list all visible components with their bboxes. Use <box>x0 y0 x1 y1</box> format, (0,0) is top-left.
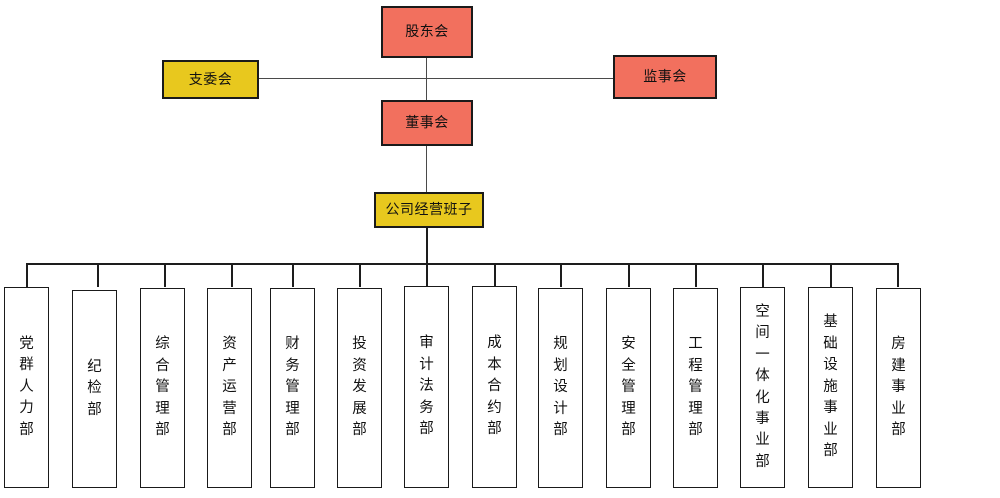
department-label: 投资发展部 <box>352 336 367 439</box>
node-management-team[interactable]: 公司经营班子 <box>374 192 484 228</box>
department-box-10[interactable]: 安全管理部 <box>606 288 651 488</box>
department-box-9[interactable]: 规划设计部 <box>538 288 583 488</box>
department-drop-4 <box>231 263 233 287</box>
department-label: 基础设施事业部 <box>823 314 838 460</box>
department-label: 纪检部 <box>87 358 102 418</box>
department-label: 工程管理部 <box>688 336 703 439</box>
node-board-of-supervisors-label: 监事会 <box>643 68 687 85</box>
department-box-1[interactable]: 党群人力部 <box>4 287 49 488</box>
department-box-7[interactable]: 审计法务部 <box>404 286 449 488</box>
department-drop-9 <box>560 263 562 287</box>
node-shareholders-meeting[interactable]: 股东会 <box>381 6 473 58</box>
department-label: 规划设计部 <box>553 336 568 439</box>
department-box-12[interactable]: 空间一体化事业部 <box>740 287 785 488</box>
department-box-14[interactable]: 房建事业部 <box>876 288 921 488</box>
connector-party-to-supervisors <box>259 78 613 79</box>
node-management-team-label: 公司经营班子 <box>385 201 473 218</box>
department-box-2[interactable]: 纪检部 <box>72 290 117 488</box>
department-box-8[interactable]: 成本合约部 <box>472 286 517 488</box>
node-party-committee-label: 支委会 <box>188 70 233 87</box>
department-drop-13 <box>830 263 832 287</box>
department-box-4[interactable]: 资产运营部 <box>207 288 252 488</box>
department-drop-5 <box>292 263 294 287</box>
connector-management-to-bus <box>426 228 428 264</box>
department-drop-12 <box>762 263 764 287</box>
department-box-6[interactable]: 投资发展部 <box>337 288 382 488</box>
node-shareholders-label: 股东会 <box>405 23 449 40</box>
department-label: 房建事业部 <box>891 336 906 439</box>
department-drop-2 <box>97 263 99 287</box>
department-drop-10 <box>628 263 630 287</box>
node-board-of-directors[interactable]: 董事会 <box>381 100 473 146</box>
node-party-committee[interactable]: 支委会 <box>162 60 259 99</box>
department-box-5[interactable]: 财务管理部 <box>270 288 315 488</box>
department-box-3[interactable]: 综合管理部 <box>140 288 185 488</box>
department-box-13[interactable]: 基础设施事业部 <box>808 287 853 488</box>
node-board-of-directors-label: 董事会 <box>405 114 449 131</box>
department-label: 资产运营部 <box>222 336 237 439</box>
department-label: 审计法务部 <box>419 335 434 438</box>
department-label: 综合管理部 <box>155 336 170 439</box>
department-drop-11 <box>695 263 697 287</box>
department-drop-7 <box>426 263 428 287</box>
department-drop-14 <box>897 263 899 287</box>
department-label: 空间一体化事业部 <box>755 303 770 470</box>
department-label: 安全管理部 <box>621 336 636 439</box>
department-label: 党群人力部 <box>19 335 34 438</box>
connector-shareholders-to-board <box>426 58 427 100</box>
connector-board-to-management <box>426 146 427 192</box>
department-drop-3 <box>164 263 166 287</box>
department-drop-6 <box>359 263 361 287</box>
department-drop-1 <box>26 263 28 287</box>
department-drop-8 <box>494 263 496 287</box>
department-box-11[interactable]: 工程管理部 <box>673 288 718 488</box>
department-bus-line <box>26 263 898 265</box>
node-board-of-supervisors[interactable]: 监事会 <box>613 55 717 99</box>
department-label: 成本合约部 <box>487 335 502 438</box>
department-label: 财务管理部 <box>285 336 300 439</box>
